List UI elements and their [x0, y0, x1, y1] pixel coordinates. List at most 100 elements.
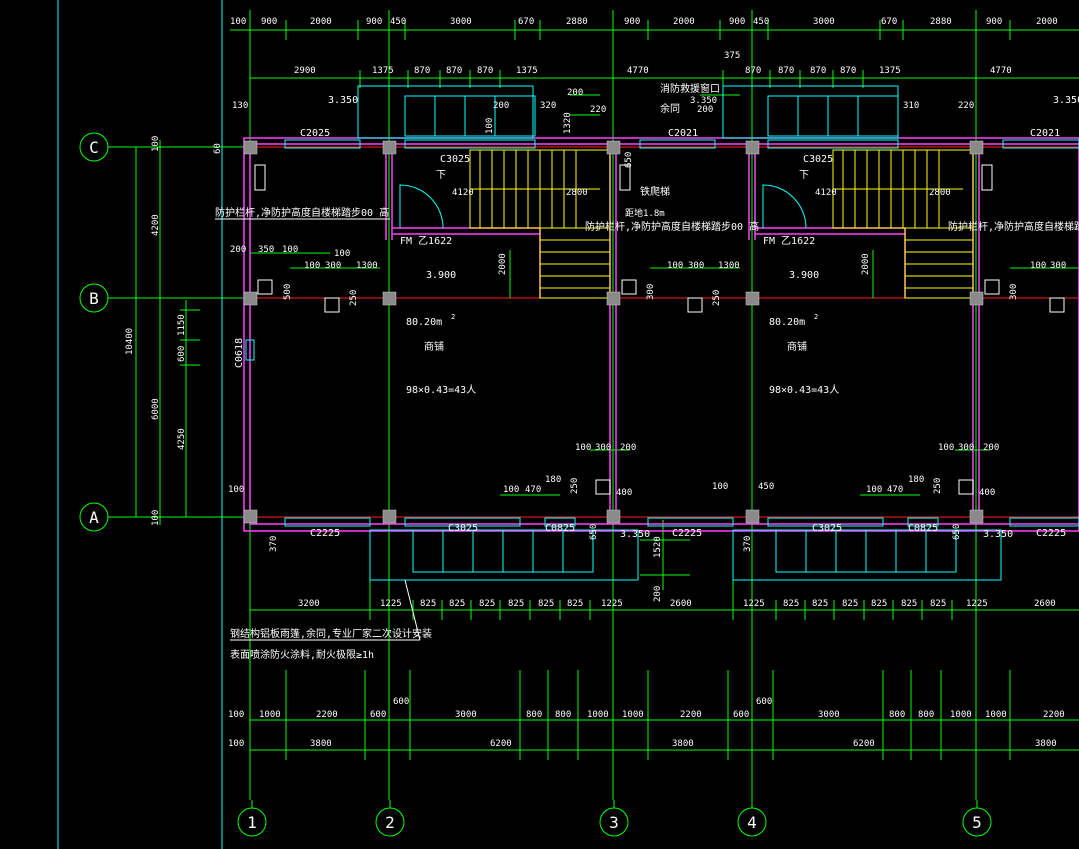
- dim-top1-0: 100: [230, 17, 246, 27]
- elev-5: 3.350: [620, 529, 650, 540]
- axis-label-1: 1: [247, 813, 257, 832]
- elev-0: 3.350: [328, 95, 358, 106]
- misc-dim-300-e: 300: [958, 443, 974, 453]
- dim-top1-10: 900: [729, 17, 745, 27]
- dim-top1-4: 450: [390, 17, 406, 27]
- misc-dim-60: 100: [485, 118, 495, 134]
- window-mullions: [434, 96, 927, 572]
- dim-left-9: 6000: [151, 398, 161, 420]
- axis-bubbles: 1 2 3 4 5 C B A: [79, 132, 992, 837]
- note-same: 余同: [660, 102, 680, 115]
- tag-c2025: C2025: [300, 128, 330, 139]
- misc-dim-200-f: 200: [653, 586, 663, 602]
- elev-3: 3.900: [426, 270, 456, 281]
- dim-bot1-18: 2600: [1034, 599, 1056, 609]
- dim-bot3-3: 3800: [672, 739, 694, 749]
- dim-bot3-4: 6200: [853, 739, 875, 749]
- misc-dim-470-b: 470: [887, 485, 903, 495]
- room-name-right: 商铺: [787, 340, 807, 353]
- dim-bot1-2: 825: [420, 599, 436, 609]
- dim-top1-5: 3000: [450, 17, 472, 27]
- note-ladder: 铁爬梯: [640, 185, 670, 198]
- dim-bot2-5: 3000: [455, 710, 477, 720]
- dim-top2-1: 1375: [372, 66, 394, 76]
- misc-dim-200-b: 200: [983, 443, 999, 453]
- dim-bot3-2: 6200: [490, 739, 512, 749]
- misc-dim-1320: 1320: [563, 112, 573, 134]
- misc-dim-200-a: 200: [620, 443, 636, 453]
- occupancy-left: 98×0.43=43人: [406, 384, 476, 396]
- dim-left-5: 500: [283, 284, 293, 300]
- dim-top1-15: 900: [986, 17, 1002, 27]
- misc-dim-100-c: 100: [667, 261, 683, 271]
- misc-dim-4120-a: 4120: [452, 188, 474, 198]
- dim-top1-16: 2000: [1036, 17, 1058, 27]
- misc-dim-250-c: 250: [349, 290, 359, 306]
- dim-bot1-3: 825: [449, 599, 465, 609]
- dim-top1-3: 900: [366, 17, 382, 27]
- stair-left: [469, 149, 611, 299]
- tag-c0618: C0618: [234, 338, 245, 368]
- notes: 消防救援窗口 余同 防护栏杆,净防护高度自楼梯踏步00 高 防护栏杆,净防护高度…: [215, 82, 1079, 661]
- dim-top2-10: 870: [840, 66, 856, 76]
- note-railing-right: 防护栏杆,净防护高度自楼梯踏步00 高: [948, 220, 1079, 233]
- dim-bot3-5: 3800: [1035, 739, 1057, 749]
- misc-dim-300-c: 300: [1050, 261, 1066, 271]
- dim-bot2-14: 800: [889, 710, 905, 720]
- door-tag-b: FM 乙1622: [763, 235, 815, 247]
- dim-top1-1: 900: [261, 17, 277, 27]
- tag-c3025-bot-a: C3025: [448, 523, 478, 534]
- axis-label-b: B: [89, 289, 99, 308]
- elevations: 3.350 3.350 3.350 3.900 3.900 3.350 3.35…: [328, 95, 1079, 540]
- axis-label-a: A: [89, 508, 99, 527]
- misc-dim-1300-a: 1300: [356, 261, 378, 271]
- misc-dim-100-a: 100: [304, 261, 320, 271]
- tag-c0825-b: C0825: [908, 523, 938, 534]
- tag-c0825-a: C0825: [545, 523, 575, 534]
- dim-top2-2: 870: [414, 66, 430, 76]
- dim-bot1-7: 825: [567, 599, 583, 609]
- misc-dim-100-h: 100: [866, 485, 882, 495]
- stair-down-left: 下: [436, 170, 446, 181]
- misc-dim-2000-b: 2000: [861, 253, 871, 275]
- misc-dim-1520: 1520: [653, 536, 663, 558]
- dim-bot2-1: 1000: [259, 710, 281, 720]
- note-canopy-2: 表面喷涂防火涂料,耐火极限≥1h: [230, 648, 374, 661]
- dim-bot1-1: 1225: [380, 599, 402, 609]
- dim-top1-9: 2000: [673, 17, 695, 27]
- dim-left-6: 1150: [177, 314, 187, 336]
- note-railing-left: 防护栏杆,净防护高度自楼梯踏步00 高: [215, 206, 389, 219]
- dim-bot1-15: 825: [901, 599, 917, 609]
- room-area-sup-right: 2: [814, 313, 818, 321]
- dim-bot1-14: 825: [871, 599, 887, 609]
- misc-dim-400-a: 400: [616, 488, 632, 498]
- dim-bot3-1: 3800: [310, 739, 332, 749]
- misc-dim-100-i: 100: [712, 482, 728, 492]
- dim-top2-4: 870: [477, 66, 493, 76]
- dim-bot2-9: 1000: [622, 710, 644, 720]
- dim-left-13: 60: [213, 143, 223, 154]
- misc-dim-250-b: 250: [933, 478, 943, 494]
- dim-top2-0: 2900: [294, 66, 316, 76]
- misc-dim-500-b: 300: [646, 284, 656, 300]
- dim-left-4: 100: [282, 245, 298, 255]
- dim-bot2-15: 800: [918, 710, 934, 720]
- bubble-leaders: [108, 146, 978, 808]
- dim-left-2: 200: [230, 245, 246, 255]
- misc-dim-320: 320: [540, 101, 556, 111]
- dim-bot1-8: 1225: [601, 599, 623, 609]
- dim-bot1-17: 1225: [966, 599, 988, 609]
- misc-dim-310: 310: [903, 101, 919, 111]
- dim-left-14: 130: [232, 101, 248, 111]
- misc-dim-250-d: 250: [712, 290, 722, 306]
- elev-4: 3.900: [789, 270, 819, 281]
- misc-dim-100-d: 100: [1030, 261, 1046, 271]
- misc-dim-220-b: 220: [958, 101, 974, 111]
- axis-label-4: 4: [747, 813, 757, 832]
- misc-dims: 4120 2800 4120 2800 2000 2000 1300 1300 …: [269, 51, 1066, 602]
- misc-dim-250-a: 250: [570, 478, 580, 494]
- columns: [243, 140, 984, 524]
- note-leaders: [215, 218, 421, 641]
